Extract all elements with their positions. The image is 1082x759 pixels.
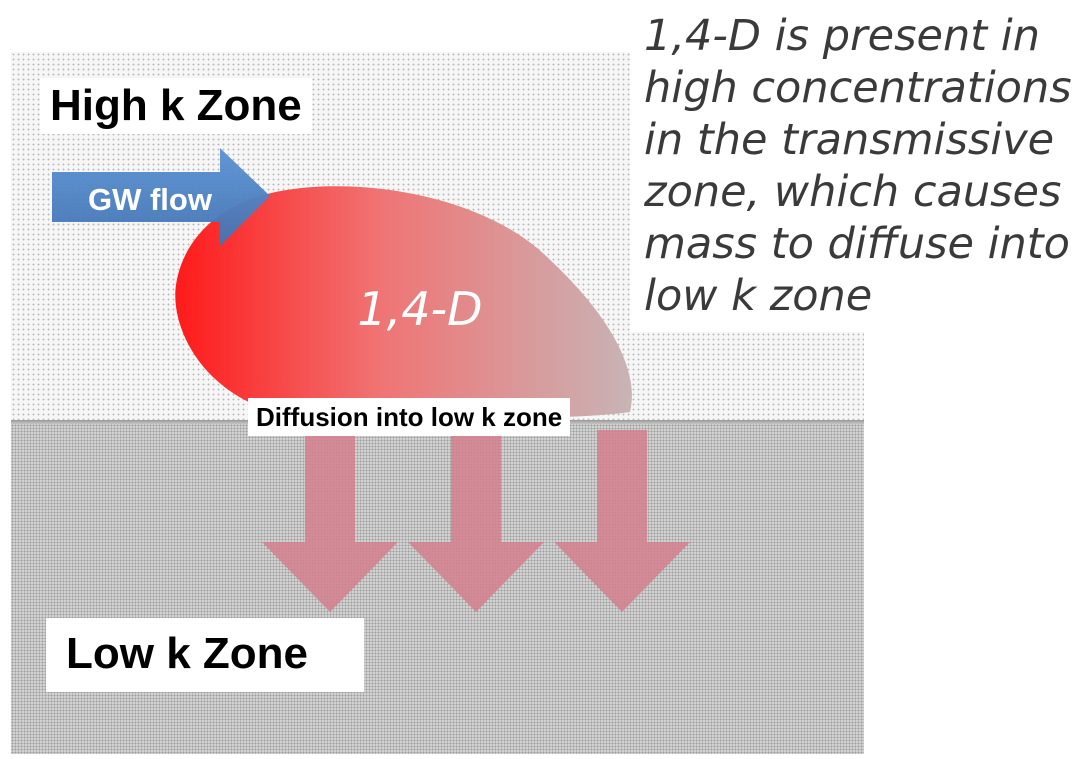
diffusion-arrow-left [262,430,398,612]
gw-flow-label: GW flow [88,182,213,217]
plume-shape [175,186,632,419]
low-k-zone [11,424,864,754]
low-k-zone-label: Low k Zone [46,618,364,692]
description-text: 1,4-D is present in high concentrations … [630,0,1080,332]
plume-label: 1,4-D [357,282,482,336]
gw-flow-arrow [52,148,270,246]
diffusion-label: Diffusion into low k zone [248,398,571,436]
diffusion-arrow-middle [408,430,544,612]
diffusion-arrow-right [554,430,690,612]
high-k-zone-label: High k Zone [40,78,312,134]
